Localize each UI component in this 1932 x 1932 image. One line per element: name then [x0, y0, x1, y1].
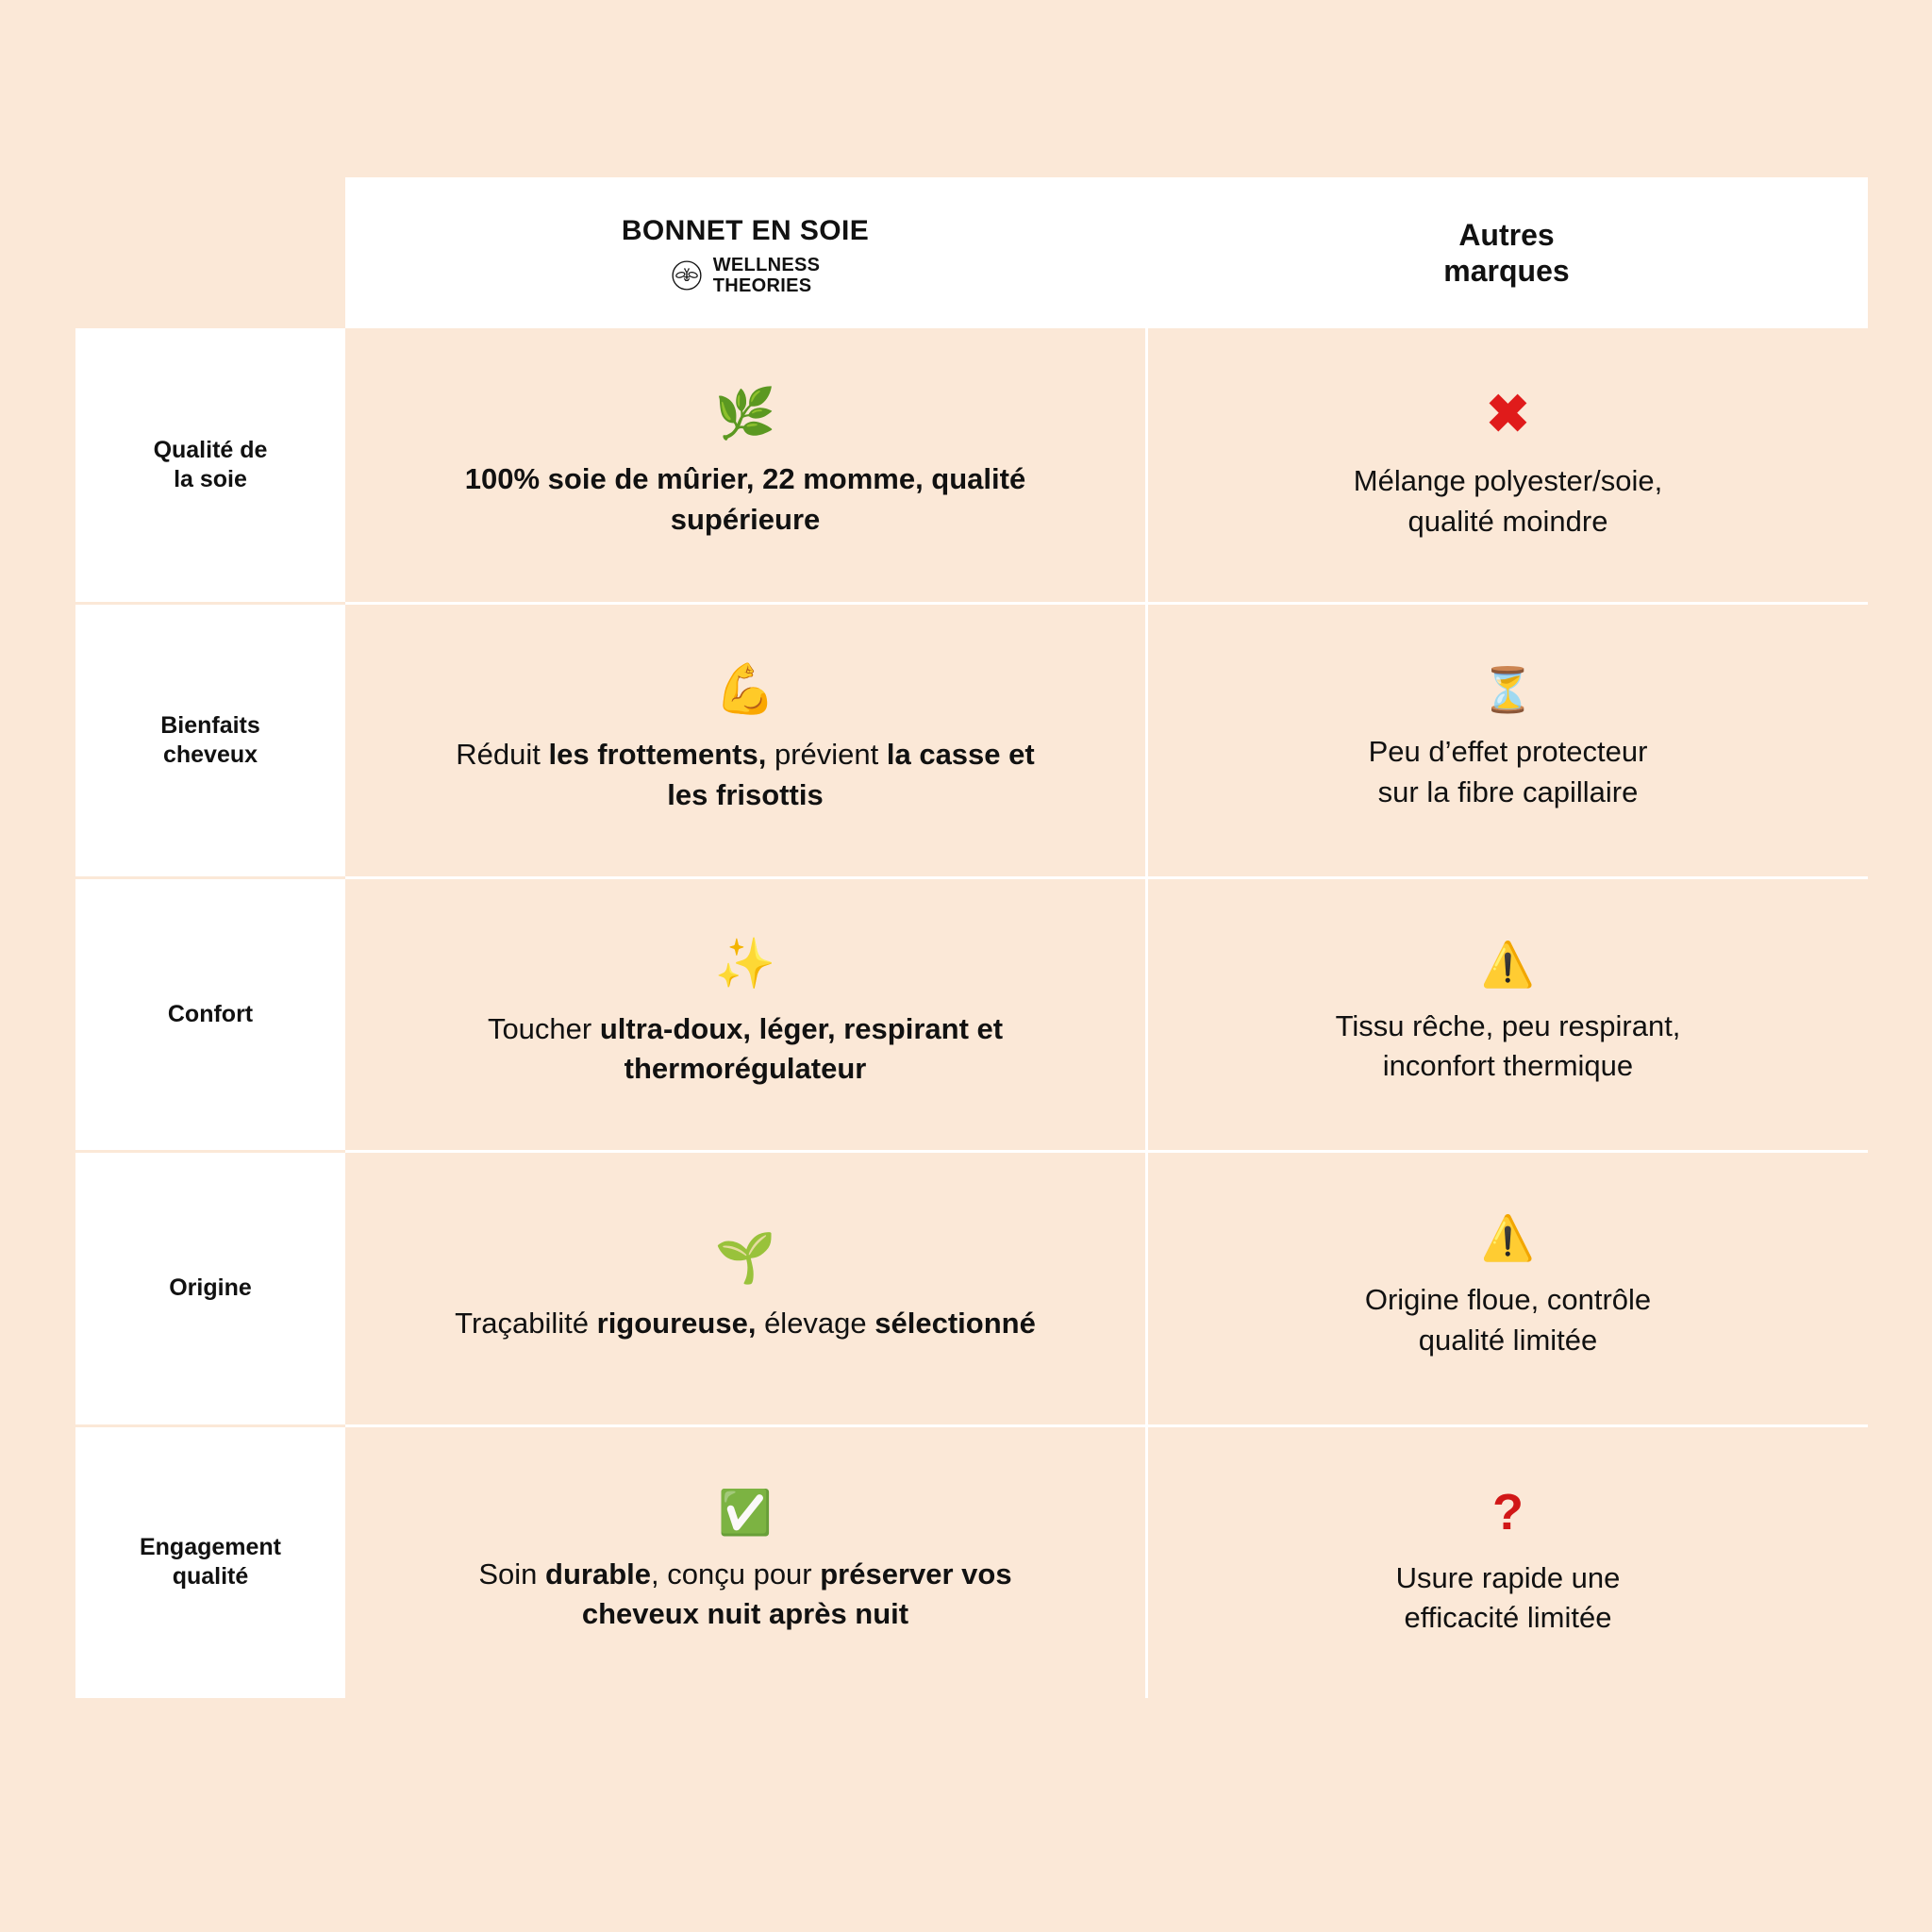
row-label-line-1: Confort — [167, 1000, 254, 1027]
other-brands-line-1: Autres — [1458, 217, 1555, 252]
comparison-table: BONNET EN SOIE — [75, 177, 1868, 1698]
other-cell: ⚠️ Origine floue, contrôle qualité limit… — [1145, 1150, 1868, 1424]
brand-segment-bold: la casse et les frisottis — [667, 738, 1035, 812]
brand-segment-bold: durable — [545, 1557, 652, 1591]
flexed-biceps-emoji: 💪 — [714, 662, 776, 718]
row-label-line-1: Qualité de — [153, 436, 268, 463]
other-cell: ⚠️ Tissu rêche, peu respirant, inconfort… — [1145, 875, 1868, 1151]
row-label: Bienfaits cheveux — [75, 602, 345, 876]
other-brands-line-2: marques — [1443, 254, 1570, 288]
row-label: Origine — [75, 1150, 345, 1424]
brand-cell: 💪 Réduit les frottements, prévient la ca… — [345, 602, 1145, 876]
other-brands-title: Autres marques — [1443, 217, 1569, 290]
row-label-line-2: cheveux — [162, 741, 258, 769]
other-cell-line-1: Usure rapide une — [1395, 1560, 1621, 1594]
other-cell: ? Usure rapide une efficacité limitée — [1145, 1424, 1868, 1698]
other-cell-line-1: Tissu rêche, peu respirant, — [1335, 1008, 1681, 1042]
brand-segment-regular: Soin — [478, 1557, 546, 1591]
brand-logo-line-1: WELLNESS — [712, 254, 821, 275]
brand-segment-regular: , conçu pour — [651, 1557, 821, 1591]
other-cell-line-2: sur la fibre capillaire — [1377, 775, 1639, 809]
hourglass-emoji: ⏳ — [1480, 665, 1536, 715]
brand-cell-text: Soin durable, conçu pour préserver vos c… — [434, 1555, 1057, 1636]
other-cell-line-2: inconfort thermique — [1382, 1049, 1634, 1083]
row-label-line-2: la soie — [174, 466, 247, 493]
other-cell-text: Mélange polyester/soie, qualité moindre — [1354, 461, 1662, 542]
brand-segment-bold: préserver vos cheveux nuit après nuit — [581, 1557, 1012, 1631]
brand-cell-text: Réduit les frottements, prévient la cass… — [434, 735, 1057, 816]
brand-segment-bold: les frottements, — [548, 738, 767, 772]
brand-cell: 🌿 100% soie de mûrier, 22 momme, qualité… — [345, 328, 1145, 603]
other-cell-line-2: efficacité limitée — [1404, 1601, 1612, 1635]
row-label-line-1: Bienfaits — [160, 711, 260, 739]
other-cell-text: Usure rapide une efficacité limitée — [1396, 1558, 1621, 1640]
brand-cell-text: Toucher ultra-doux, léger, respirant et … — [434, 1009, 1057, 1091]
bee-circle-icon — [671, 259, 703, 291]
warning-triangle-emoji: ⚠️ — [1480, 1213, 1536, 1263]
brand-cell-text: Traçabilité rigoureuse, élevage sélectio… — [455, 1304, 1036, 1344]
brand-cell: ✨ Toucher ultra-doux, léger, respirant e… — [345, 875, 1145, 1151]
red-cross-mark-icon: ✖ — [1486, 384, 1530, 444]
brand-segment-bold: rigoureuse, — [596, 1306, 757, 1340]
brand-segment-bold: sélectionné — [874, 1306, 1036, 1340]
row-label-line-1: Engagement — [139, 1534, 282, 1561]
brand-segment-bold: ultra-doux, léger, respirant et thermoré… — [599, 1011, 1004, 1086]
brand-segment-regular: Toucher — [487, 1011, 600, 1045]
brand-segment-regular: prévient — [766, 738, 887, 772]
other-cell-line-2: qualité limitée — [1418, 1323, 1598, 1357]
brand-logo-line-2: THEORIES — [712, 275, 812, 296]
brand-logo-text: WELLNESS THEORIES — [713, 255, 821, 297]
header-label-spacer — [75, 177, 345, 328]
other-cell-line-1: Peu d’effet protecteur — [1368, 735, 1648, 769]
brand-title: BONNET EN SOIE — [621, 214, 870, 246]
row-label: Qualité de la soie — [75, 328, 345, 603]
brand-segment-regular: Réduit — [456, 738, 549, 772]
brand-segment-regular: élevage — [756, 1306, 875, 1340]
row-label: Engagement qualité — [75, 1424, 345, 1698]
header-other-brands-column: Autres marques — [1145, 177, 1868, 328]
header-brand-column: BONNET EN SOIE — [345, 177, 1145, 328]
other-cell-text: Tissu rêche, peu respirant, inconfort th… — [1336, 1007, 1681, 1088]
other-cell: ✖ Mélange polyester/soie, qualité moindr… — [1145, 328, 1868, 603]
brand-cell: 🌱 Traçabilité rigoureuse, élevage sélect… — [345, 1150, 1145, 1424]
other-cell-line-1: Mélange polyester/soie, — [1353, 464, 1663, 498]
sparkles-emoji: ✨ — [714, 936, 776, 991]
red-question-mark-icon: ? — [1492, 1483, 1524, 1541]
warning-triangle-emoji: ⚠️ — [1480, 939, 1536, 989]
seedling-emoji: 🌱 — [714, 1230, 776, 1286]
brand-cell: ✅ Soin durable, conçu pour préserver vos… — [345, 1424, 1145, 1698]
brand-segment-bold: 100% soie de mûrier, 22 momme, qualité s… — [464, 462, 1026, 537]
herb-leaf-emoji: 🌿 — [714, 387, 776, 442]
row-label: Confort — [75, 875, 345, 1151]
other-cell-line-2: qualité moindre — [1407, 505, 1608, 539]
brand-segment-regular: Traçabilité — [455, 1306, 597, 1340]
other-cell-line-1: Origine floue, contrôle — [1364, 1283, 1652, 1317]
row-label-line-2: qualité — [172, 1563, 249, 1591]
other-cell-text: Peu d’effet protecteur sur la fibre capi… — [1369, 732, 1648, 813]
brand-logo-lockup: WELLNESS THEORIES — [671, 255, 821, 297]
row-label-line-1: Origine — [169, 1274, 252, 1302]
green-check-mark-emoji: ✅ — [718, 1487, 773, 1537]
brand-cell-text: 100% soie de mûrier, 22 momme, qualité s… — [434, 459, 1057, 541]
other-cell: ⏳ Peu d’effet protecteur sur la fibre ca… — [1145, 602, 1868, 876]
other-cell-text: Origine floue, contrôle qualité limitée — [1365, 1280, 1651, 1361]
